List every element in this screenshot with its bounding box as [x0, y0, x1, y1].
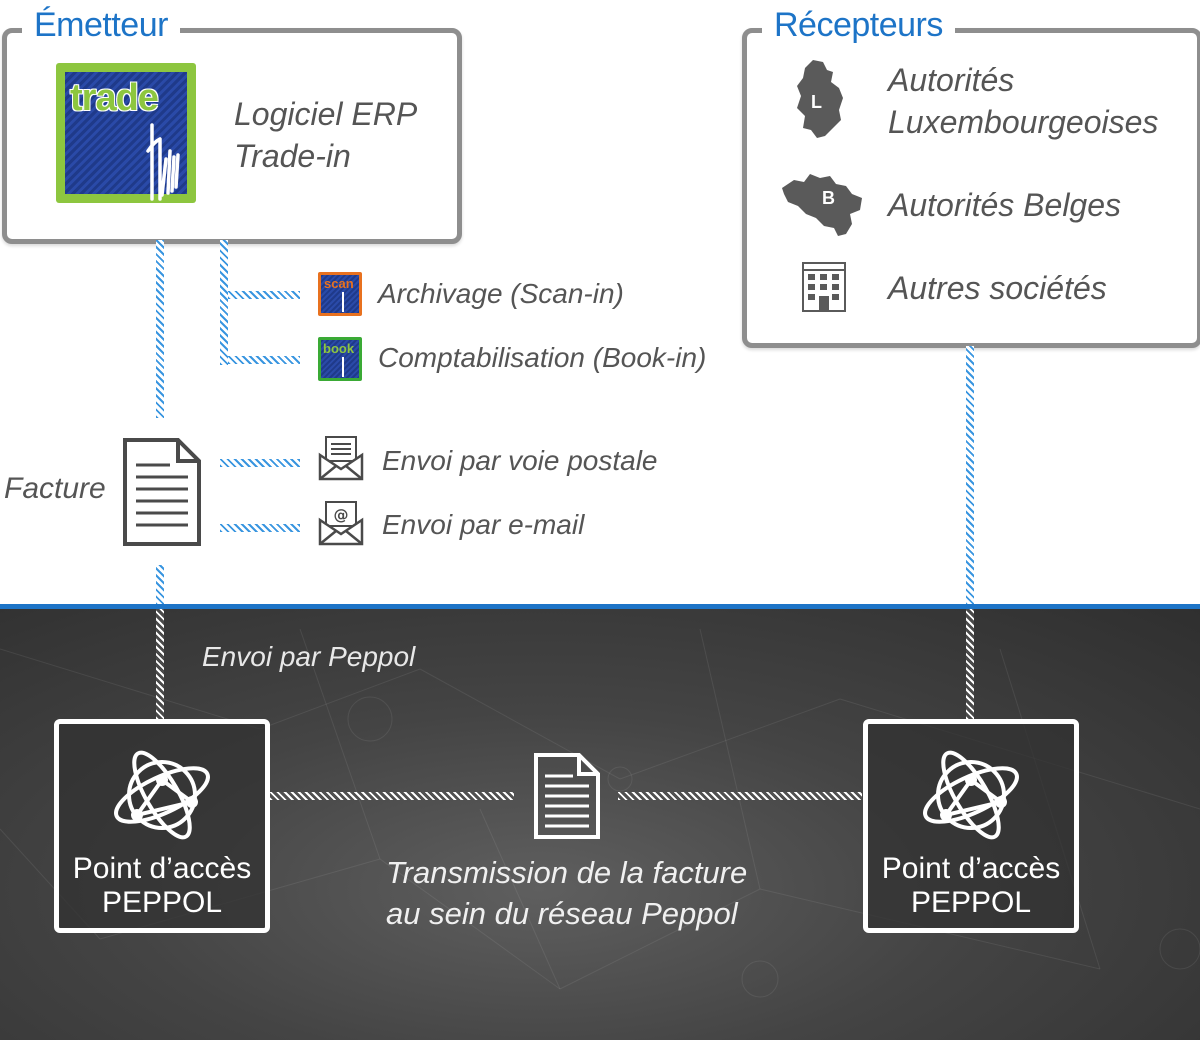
- trade-in-logo: trade: [56, 63, 196, 203]
- receivers-to-peppol-line-top: [966, 346, 974, 605]
- postal-label: Envoi par voie postale: [382, 445, 658, 476]
- invoice-to-peppol-line-top: [156, 565, 164, 605]
- receiver-lux-line2: Luxembourgeoises: [888, 104, 1159, 140]
- access-point-left-line1: Point d’accès: [72, 852, 252, 885]
- postal-envelope-icon: [318, 436, 364, 481]
- receiver-be-label: Autorités Belges: [888, 187, 1122, 223]
- receiver-other-label: Autres sociétés: [888, 270, 1107, 306]
- access-point-right-line2: PEPPOL: [910, 886, 1032, 919]
- building-icon: [802, 262, 846, 312]
- receivers-to-peppol-line-bottom: [966, 609, 974, 719]
- scan-connector: [228, 291, 300, 299]
- access-point-left-line2: PEPPOL: [101, 886, 223, 919]
- transmission-line-left: [270, 792, 514, 800]
- access-point-left: Point d’accès PEPPOL: [54, 719, 270, 933]
- book-in-logo: book: [318, 337, 362, 381]
- trade-logo-text: trade: [70, 77, 159, 119]
- belgium-badge: B: [822, 188, 835, 208]
- belgium-map-icon: [782, 174, 862, 236]
- book-connector: [228, 356, 300, 364]
- peppol-globe-icon: [114, 750, 210, 840]
- peppol-globe-icon: [923, 750, 1019, 840]
- erp-label-line1: Logiciel ERP: [234, 96, 418, 132]
- access-point-right-line1: Point d’accès: [881, 852, 1061, 885]
- send-peppol-label: Envoi par Peppol: [202, 641, 416, 672]
- receivers-title: Récepteurs: [762, 8, 955, 42]
- sender-to-invoice-line: [156, 240, 164, 418]
- module-book-label: Comptabilisation (Book-in): [378, 342, 707, 373]
- luxembourg-map-icon: [797, 60, 843, 138]
- module-scan-label: Archivage (Scan-in): [378, 278, 624, 309]
- transmission-label-line2: au sein du réseau Peppol: [386, 896, 738, 931]
- email-envelope-icon: @: [318, 501, 364, 546]
- invoice-label: Facture: [4, 472, 106, 505]
- invoice-document-icon: [123, 438, 201, 546]
- erp-label-line2: Trade-in: [234, 138, 351, 174]
- transmission-document-icon: [534, 753, 600, 839]
- scan-in-logo: scan: [318, 272, 362, 316]
- email-label: Envoi par e-mail: [382, 509, 585, 540]
- invoice-to-peppol-line-bottom: [156, 609, 164, 719]
- luxembourg-badge: L: [811, 92, 822, 112]
- transmission-label-line1: Transmission de la facture: [386, 855, 748, 890]
- transmission-line-right: [618, 792, 862, 800]
- email-connector: [220, 524, 300, 532]
- sender-title: Émetteur: [22, 8, 180, 42]
- receiver-lux-line1: Autorités: [888, 62, 1015, 98]
- svg-text:@: @: [334, 506, 349, 524]
- sender-to-modules-line: [220, 240, 228, 365]
- postal-connector: [220, 459, 300, 467]
- access-point-right: Point d’accès PEPPOL: [863, 719, 1079, 933]
